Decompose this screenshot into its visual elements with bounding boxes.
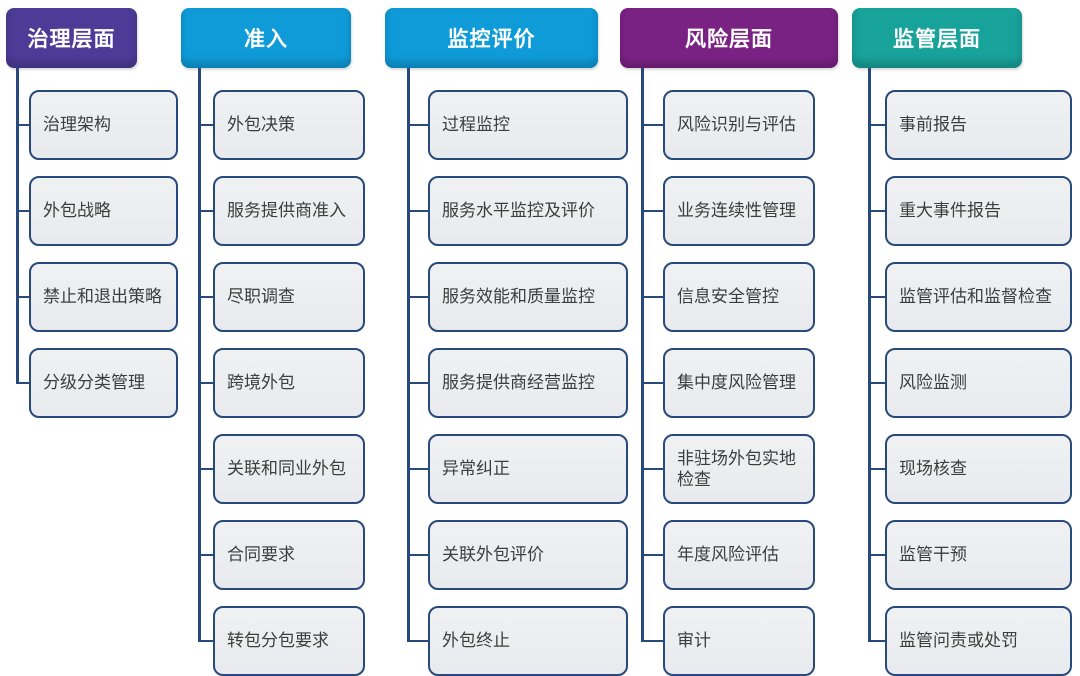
item-label: 现场核查 (899, 459, 967, 479)
connector-spine (16, 68, 19, 383)
item-box: 重大事件报告 (867, 176, 1072, 246)
item-label: 监管评估和监督检查 (899, 287, 1052, 307)
column-header-regulatory: 监管层面 (852, 8, 1022, 68)
column-items-governance: 治理架构外包战略禁止和退出策略分级分类管理 (6, 68, 178, 418)
item-label: 合同要求 (227, 545, 295, 565)
item-box: 现场核查 (867, 434, 1072, 504)
item-label: 服务水平监控及评价 (442, 201, 595, 221)
column-regulatory: 监管层面事前报告重大事件报告监管评估和监督检查风险监测现场核查监管干预监管问责或… (852, 8, 1072, 676)
column-items-monitoring-evaluation: 过程监控服务水平监控及评价服务效能和质量监控服务提供商经营监控异常纠正关联外包评… (385, 68, 628, 676)
item-box: 跨境外包 (197, 348, 365, 418)
item-label: 业务连续性管理 (677, 201, 796, 221)
column-items-risk: 风险识别与评估业务连续性管理信息安全管控集中度风险管理非驻场外包实地检查年度风险… (620, 68, 838, 676)
item-box: 非驻场外包实地检查 (640, 434, 815, 504)
item-label: 关联和同业外包 (227, 459, 346, 479)
item-box: 分级分类管理 (15, 348, 178, 418)
item-box: 外包战略 (15, 176, 178, 246)
column-items-admission: 外包决策服务提供商准入尽职调查跨境外包关联和同业外包合同要求转包分包要求 (181, 68, 365, 676)
item-box: 风险识别与评估 (640, 90, 815, 160)
item-box: 年度风险评估 (640, 520, 815, 590)
item-label: 转包分包要求 (227, 631, 329, 651)
column-header-risk: 风险层面 (620, 8, 838, 68)
item-label: 集中度风险管理 (677, 373, 796, 393)
item-box: 服务水平监控及评价 (406, 176, 628, 246)
item-label: 外包终止 (442, 631, 510, 651)
item-box: 服务效能和质量监控 (406, 262, 628, 332)
item-label: 外包决策 (227, 115, 295, 135)
connector-spine (407, 68, 410, 641)
item-box: 风险监测 (867, 348, 1072, 418)
item-label: 非驻场外包实地检查 (677, 448, 796, 489)
item-box: 集中度风险管理 (640, 348, 815, 418)
item-box: 事前报告 (867, 90, 1072, 160)
item-label: 信息安全管控 (677, 287, 779, 307)
item-box: 服务提供商经营监控 (406, 348, 628, 418)
item-box: 审计 (640, 606, 815, 676)
item-label: 事前报告 (899, 115, 967, 135)
item-label: 风险识别与评估 (677, 115, 796, 135)
item-label: 分级分类管理 (43, 373, 145, 393)
item-box: 信息安全管控 (640, 262, 815, 332)
item-label: 审计 (677, 631, 711, 651)
item-label: 外包战略 (43, 201, 111, 221)
item-label: 禁止和退出策略 (43, 287, 162, 307)
item-label: 尽职调查 (227, 287, 295, 307)
item-label: 异常纠正 (442, 459, 510, 479)
column-risk: 风险层面风险识别与评估业务连续性管理信息安全管控集中度风险管理非驻场外包实地检查… (620, 8, 838, 676)
item-box: 尽职调查 (197, 262, 365, 332)
item-label: 监管干预 (899, 545, 967, 565)
item-box: 监管干预 (867, 520, 1072, 590)
item-box: 外包终止 (406, 606, 628, 676)
item-box: 服务提供商准入 (197, 176, 365, 246)
column-admission: 准入外包决策服务提供商准入尽职调查跨境外包关联和同业外包合同要求转包分包要求 (181, 8, 365, 676)
item-label: 过程监控 (442, 115, 510, 135)
item-label: 风险监测 (899, 373, 967, 393)
column-header-monitoring-evaluation: 监控评价 (385, 8, 598, 68)
item-label: 监管问责或处罚 (899, 631, 1018, 651)
column-governance: 治理层面治理架构外包战略禁止和退出策略分级分类管理 (6, 8, 178, 418)
item-box: 合同要求 (197, 520, 365, 590)
item-label: 年度风险评估 (677, 545, 779, 565)
item-label: 服务效能和质量监控 (442, 287, 595, 307)
column-header-admission: 准入 (181, 8, 351, 68)
connector-spine (868, 68, 871, 641)
item-box: 转包分包要求 (197, 606, 365, 676)
item-box: 监管评估和监督检查 (867, 262, 1072, 332)
item-box: 外包决策 (197, 90, 365, 160)
item-box: 监管问责或处罚 (867, 606, 1072, 676)
column-items-regulatory: 事前报告重大事件报告监管评估和监督检查风险监测现场核查监管干预监管问责或处罚 (852, 68, 1072, 676)
column-header-governance: 治理层面 (6, 8, 137, 68)
item-box: 关联和同业外包 (197, 434, 365, 504)
column-monitoring-evaluation: 监控评价过程监控服务水平监控及评价服务效能和质量监控服务提供商经营监控异常纠正关… (385, 8, 628, 676)
item-label: 跨境外包 (227, 373, 295, 393)
item-box: 过程监控 (406, 90, 628, 160)
connector-spine (641, 68, 644, 641)
item-label: 服务提供商经营监控 (442, 373, 595, 393)
item-box: 业务连续性管理 (640, 176, 815, 246)
item-label: 关联外包评价 (442, 545, 544, 565)
item-label: 重大事件报告 (899, 201, 1001, 221)
item-box: 治理架构 (15, 90, 178, 160)
item-box: 关联外包评价 (406, 520, 628, 590)
item-label: 服务提供商准入 (227, 201, 346, 221)
item-box: 禁止和退出策略 (15, 262, 178, 332)
item-box: 异常纠正 (406, 434, 628, 504)
item-label: 治理架构 (43, 115, 111, 135)
connector-spine (198, 68, 201, 641)
